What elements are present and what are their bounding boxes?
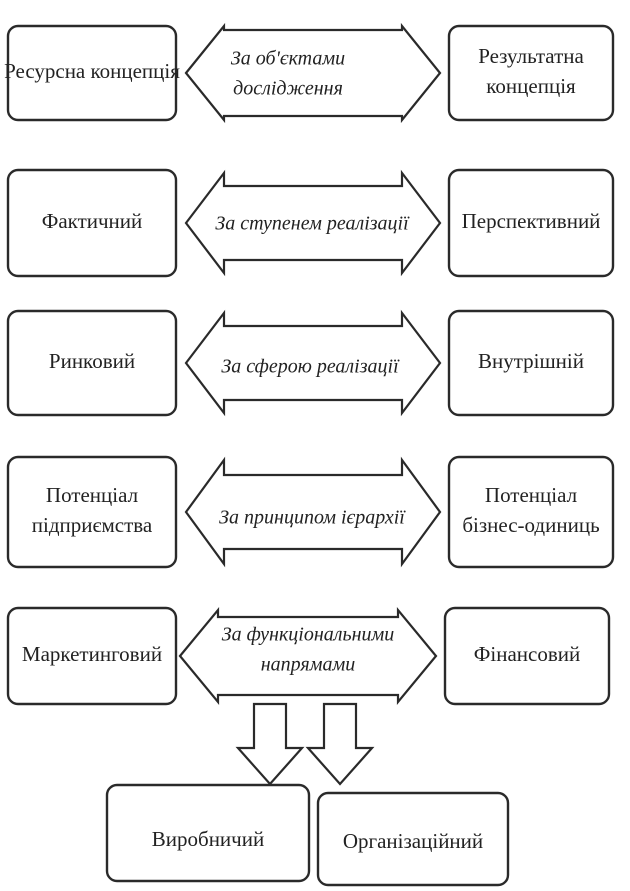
right-label-row-5: Фінансовий (474, 642, 580, 666)
right-label-row-2: Перспективний (462, 209, 601, 233)
left-box-row-1 (6, 24, 178, 122)
bottom-left-box (105, 783, 311, 883)
bottom-right-box (316, 791, 510, 887)
right-label-row-1: концепція (486, 74, 576, 98)
right-label-row-1: Результатна (478, 44, 584, 68)
category-label-row-1: дослідження (233, 78, 343, 100)
right-box-row-1 (447, 24, 615, 122)
right-box-row-2 (447, 168, 615, 278)
right-label-row-4: Потенціал (485, 483, 577, 507)
double-arrow-row-2 (184, 169, 442, 277)
right-box-row-3 (447, 309, 615, 417)
right-label-row-4: бізнес-одиниць (462, 513, 599, 537)
left-box-row-4 (6, 455, 178, 569)
right-label-row-3: Внутрішній (478, 349, 584, 373)
left-label-row-4: Потенціал (46, 483, 138, 507)
bottom-left-label: Виробничий (152, 827, 264, 851)
left-box-row-5 (6, 606, 178, 706)
double-arrow-row-5 (178, 606, 438, 706)
right-box-row-4 (447, 455, 615, 569)
left-box-row-2 (6, 168, 178, 278)
left-label-row-1: Ресурсна концепція (4, 59, 180, 83)
category-label-row-2: За ступенем реалізації (215, 213, 410, 235)
left-label-row-5: Маркетинговий (22, 642, 162, 666)
double-arrow-row-1 (184, 22, 442, 124)
double-arrow-row-3 (184, 309, 442, 417)
category-label-row-4: За принципом ієрархії (219, 507, 406, 529)
double-arrow-row-4 (184, 456, 442, 568)
left-label-row-3: Ринковий (49, 349, 135, 373)
category-label-row-3: За сферою реалізації (221, 356, 400, 378)
down-arrow-right (305, 702, 375, 786)
left-box-row-3 (6, 309, 178, 417)
left-label-row-2: Фактичний (42, 209, 143, 233)
left-label-row-4: підприємства (32, 513, 153, 537)
right-box-row-5 (443, 606, 611, 706)
down-arrow-left (235, 702, 305, 786)
category-label-row-5: За функціональними (222, 624, 395, 646)
bottom-right-label: Організаційний (343, 829, 483, 853)
category-label-row-5: напрямами (261, 654, 355, 676)
category-label-row-1: За об'єктами (231, 48, 345, 70)
